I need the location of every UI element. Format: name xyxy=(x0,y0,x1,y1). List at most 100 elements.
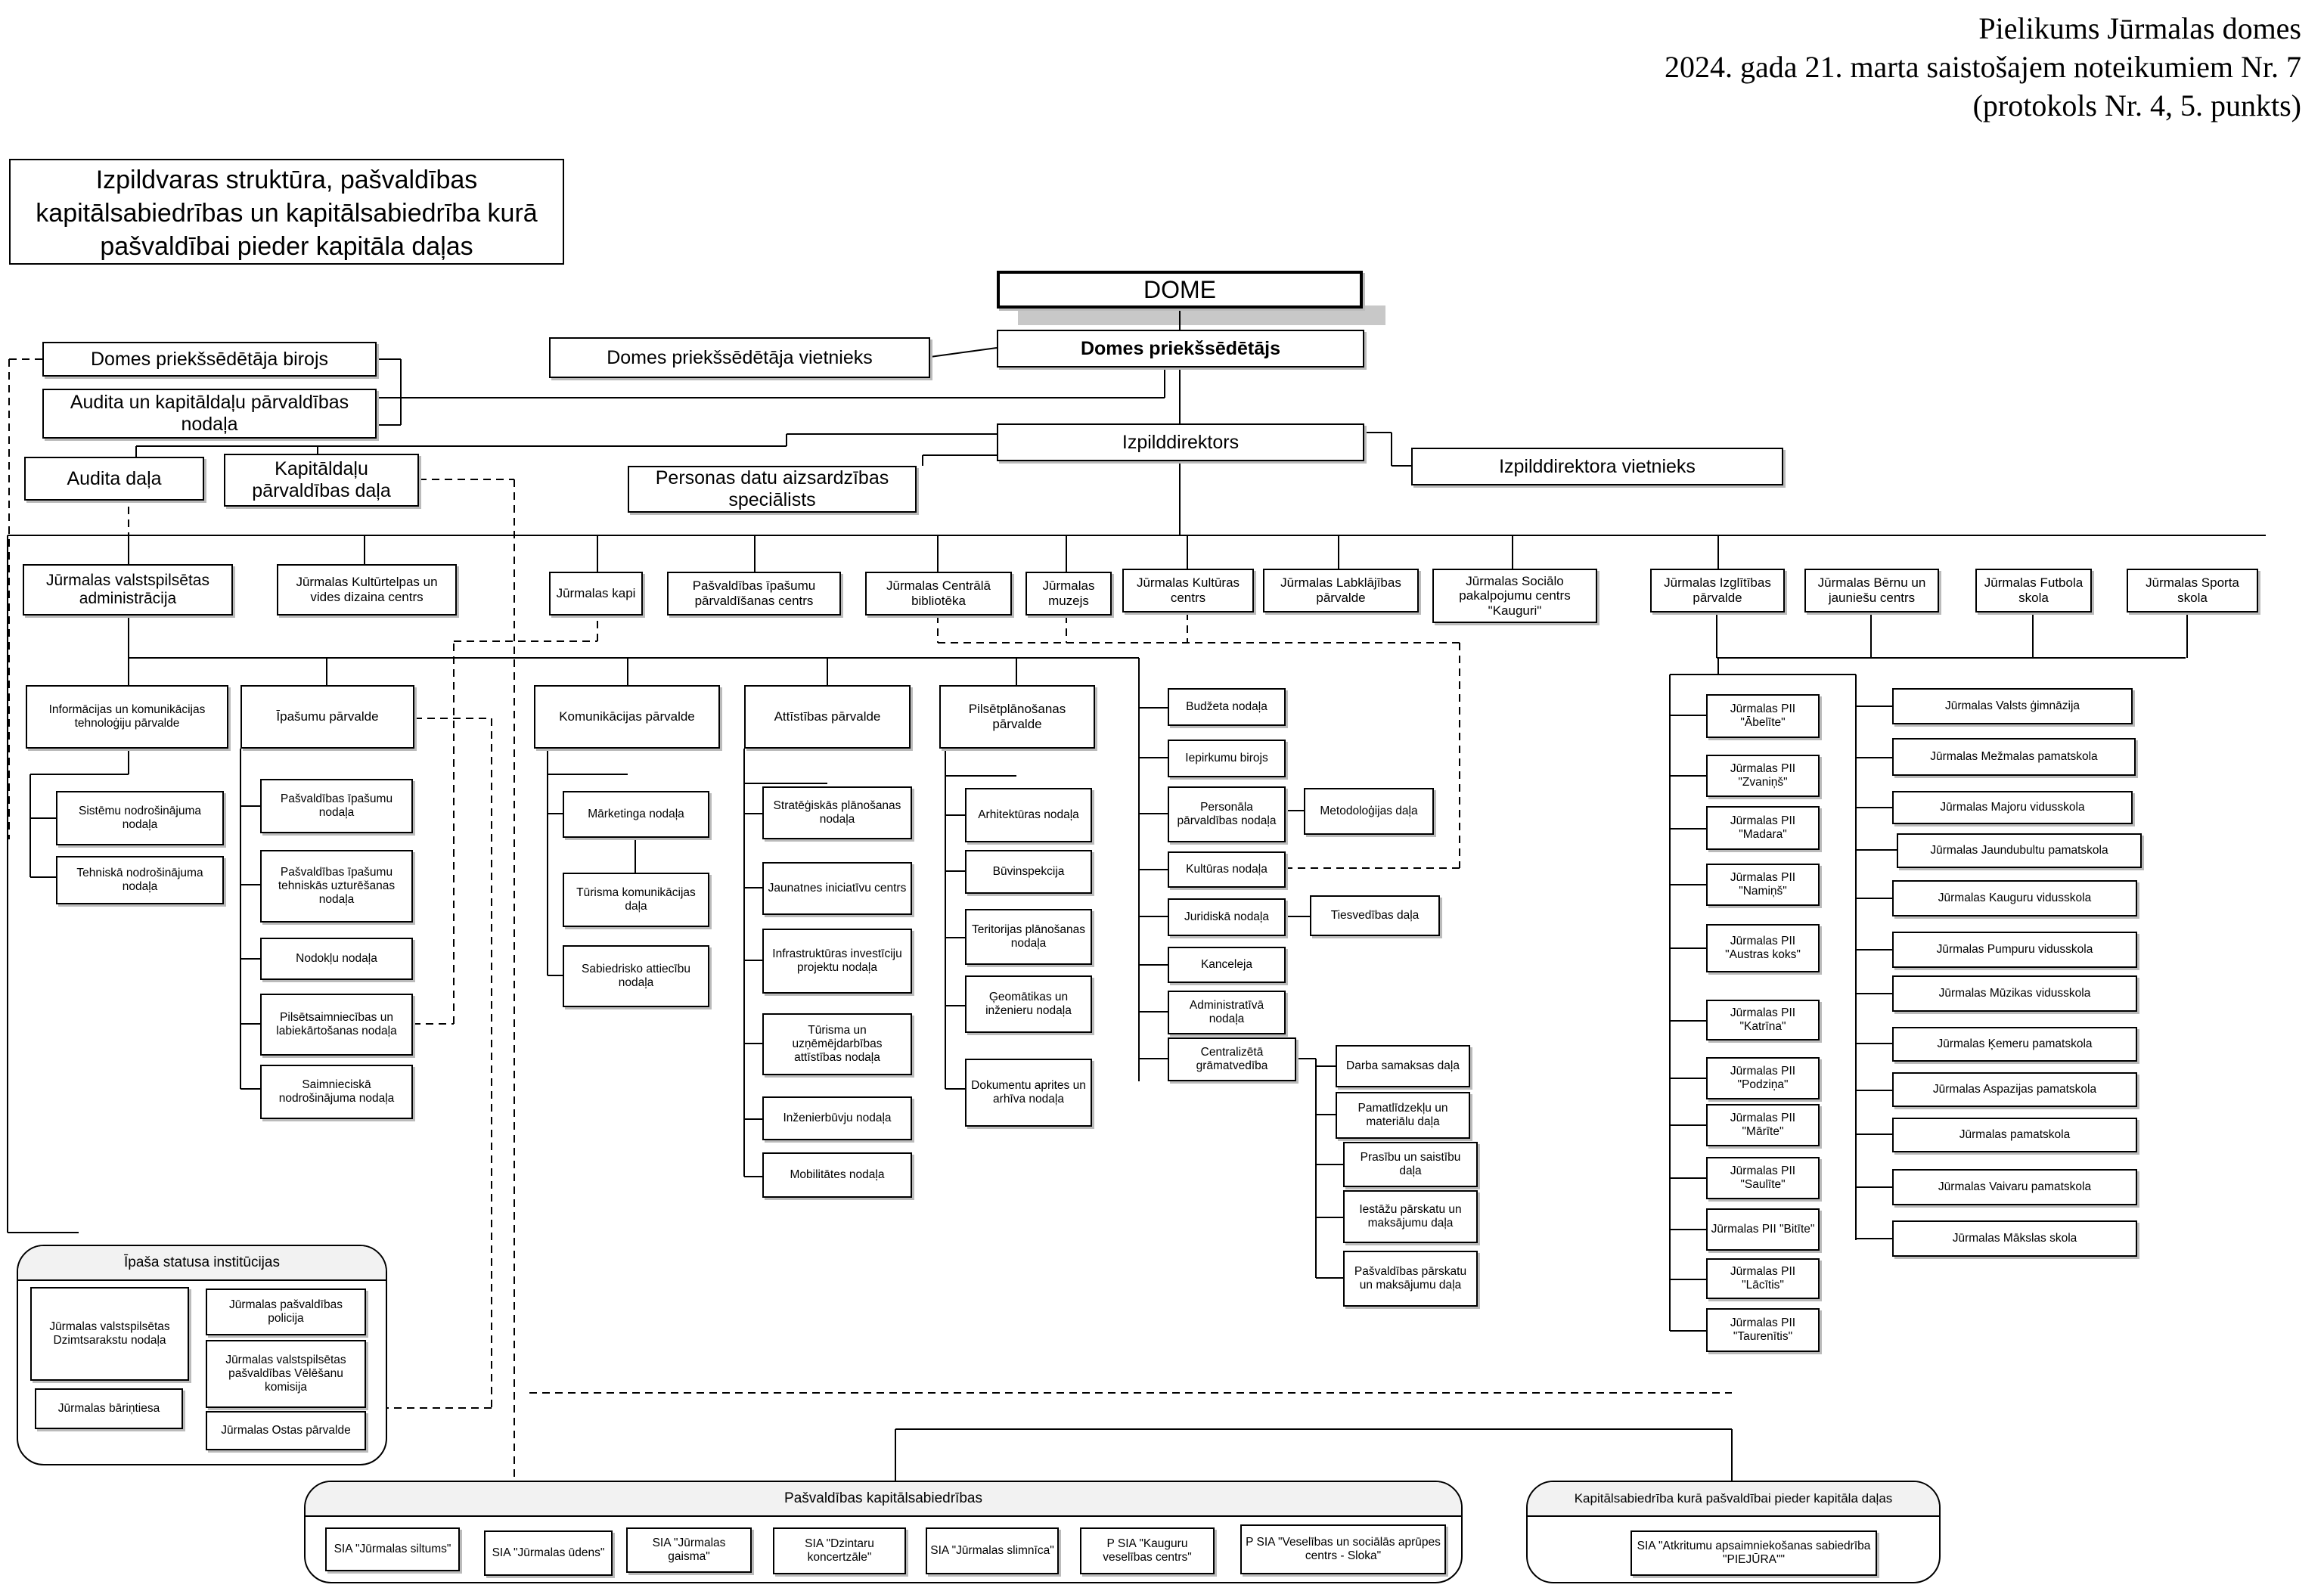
development-unit-box: Infrastruktūras investīciju projektu nod… xyxy=(762,929,912,994)
administrative-unit-box: Administratīvā nodaļa xyxy=(1168,991,1286,1034)
special-status-title: Īpaša statusa institūcijas xyxy=(18,1246,386,1281)
property-unit-box: Pilsētsaimniecības un labiekārtošanas no… xyxy=(260,994,413,1056)
culture-centers-box: Jūrmalas Kultūras centrs xyxy=(1122,569,1254,612)
kindergarten-box: Jūrmalas PII "Lācītis" xyxy=(1706,1258,1820,1299)
kindergarten-box: Jūrmalas PII "Mārīte" xyxy=(1706,1104,1820,1146)
chart-title: Izpildvaras struktūra, pašvaldības kapit… xyxy=(9,159,564,265)
kindergarten-box: Jūrmalas PII "Podziņa" xyxy=(1706,1057,1820,1099)
development-dept-box: Attīstības pārvalde xyxy=(744,685,911,749)
school-box: Jūrmalas Jaundubultu pamatskola xyxy=(1897,833,2142,868)
accounting-subunit-box: Pamatlīdzekļu un materiālu daļa xyxy=(1336,1092,1470,1139)
communication-unit-box: Sabiedrisko attiecību nodaļa xyxy=(563,945,709,1007)
development-unit-box: Jaunatnes iniciatīvu centrs xyxy=(762,862,912,915)
methodology-unit-box: Metodoloģijas daļa xyxy=(1304,788,1434,835)
company-box: SIA "Jūrmalas siltums" xyxy=(325,1527,460,1571)
education-box: Jūrmalas Izglītības pārvalde xyxy=(1650,569,1785,612)
kindergarten-box: Jūrmalas PII "Bitīte" xyxy=(1706,1208,1820,1251)
school-box: Jūrmalas pamatskola xyxy=(1892,1118,2137,1152)
property-unit-box: Pašvaldības īpašumu nodaļa xyxy=(260,779,413,833)
sports-school-box: Jūrmalas Sporta skola xyxy=(2127,569,2258,612)
kindergarten-box: Jūrmalas PII "Ābelīte" xyxy=(1706,694,1820,738)
police-box: Jūrmalas pašvaldības policija xyxy=(206,1289,366,1335)
property-unit-box: Nodokļu nodaļa xyxy=(260,938,413,980)
header-line-3: (protokols Nr. 4, 5. punkts) xyxy=(1972,88,2301,122)
football-school-box: Jūrmalas Futbola skola xyxy=(1975,569,2092,612)
chair-office-box: Domes priekšsēdētāja birojs xyxy=(42,342,377,377)
library-box: Jūrmalas Centrālā bibliotēka xyxy=(865,572,1012,616)
kindergarten-box: Jūrmalas PII "Katrīna" xyxy=(1706,1000,1820,1040)
executive-director-box: Izpilddirektors xyxy=(997,423,1364,461)
dome-shadow-bar xyxy=(1018,305,1385,325)
accounting-subunit-box: Iestāžu pārskatu un maksājumu daļa xyxy=(1343,1190,1478,1243)
youth-center-box: Jūrmalas Bērnu un jauniešu centrs xyxy=(1804,569,1939,612)
accounting-unit-box: Centralizētā grāmatvedība xyxy=(1168,1037,1296,1081)
kindergarten-box: Jūrmalas PII "Madara" xyxy=(1706,806,1820,850)
port-authority-box: Jūrmalas Ostas pārvalde xyxy=(206,1411,366,1450)
social-center-box: Jūrmalas Sociālo pakalpojumu centrs "Kau… xyxy=(1432,569,1597,623)
communication-unit-box: Mārketinga nodaļa xyxy=(563,791,709,838)
data-protection-box: Personas datu aizsardzības speciālists xyxy=(628,466,917,513)
administration-box: Jūrmalas valstspilsētas administrācija xyxy=(23,564,233,616)
culture-center-box: Jūrmalas Kultūrtelpas un vides dizaina c… xyxy=(277,564,457,616)
culture-dept-box: Kultūras nodaļa xyxy=(1168,851,1286,888)
school-box: Jūrmalas Mežmalas pamatskola xyxy=(1892,738,2136,776)
audit-unit-box: Audita daļa xyxy=(24,457,204,501)
legal-unit-box: Juridiskā nodaļa xyxy=(1168,898,1286,936)
personnel-unit-box: Personāla pārvaldības nodaļa xyxy=(1168,786,1286,842)
accounting-subunit-box: Prasību un saistību daļa xyxy=(1343,1142,1478,1187)
connector xyxy=(929,347,998,358)
litigation-unit-box: Tiesvedības daļa xyxy=(1310,895,1440,936)
planning-unit-box: Teritorijas plānošanas nodaļa xyxy=(965,909,1092,965)
communication-dept-box: Komunikācijas pārvalde xyxy=(534,685,720,749)
planning-dept-box: Pilsētplānošanas pārvalde xyxy=(939,685,1095,749)
development-unit-box: Tūrisma un uzņēmējdarbības attīstības no… xyxy=(762,1013,912,1075)
registry-box: Jūrmalas valstspilsētas Dzimtsarakstu no… xyxy=(30,1287,189,1381)
development-unit-box: Mobilitātes nodaļa xyxy=(762,1152,912,1198)
communication-unit-box: Tūrisma komunikācijas daļa xyxy=(563,873,709,927)
capital-unit-box: Kapitāldaļu pārvaldības daļa xyxy=(224,454,419,507)
school-box: Jūrmalas Aspazijas pamatskola xyxy=(1892,1072,2137,1107)
school-box: Jūrmalas Mākslas skola xyxy=(1892,1220,2137,1257)
property-unit-box: Saimnieciskā nodrošinājuma nodaļa xyxy=(260,1065,413,1119)
partial-ownership-title: Kapitālsabiedrība kurā pašvaldībai piede… xyxy=(1528,1482,1939,1517)
company-box: SIA "Jūrmalas gaisma" xyxy=(626,1527,752,1573)
procurement-box: Iepirkumu birojs xyxy=(1168,740,1286,777)
development-unit-box: Stratēģiskās plānošanas nodaļa xyxy=(762,786,912,839)
welfare-box: Jūrmalas Labklājības pārvalde xyxy=(1263,569,1419,612)
kindergarten-box: Jūrmalas PII "Zvaniņš" xyxy=(1706,755,1820,797)
company-box: P SIA "Kauguru veselības centrs" xyxy=(1080,1527,1215,1574)
property-center-box: Pašvaldības īpašumu pārvaldīšanas centrs xyxy=(667,572,841,616)
ict-dept-box: Informācijas un komunikācijas tehnoloģij… xyxy=(26,685,228,749)
vice-chair-box: Domes priekšsēdētāja vietnieks xyxy=(549,337,930,378)
cemeteries-box: Jūrmalas kapi xyxy=(549,572,643,616)
company-box: SIA "Jūrmalas slimnīca" xyxy=(926,1527,1059,1574)
company-box: SIA "Jūrmalas ūdens" xyxy=(484,1530,613,1576)
property-dept-box: Īpašumu pārvalde xyxy=(240,685,414,749)
partial-company-box: SIA "Atkritumu apsaimniekošanas sabiedrī… xyxy=(1631,1530,1877,1576)
accounting-subunit-box: Darba samaksas daļa xyxy=(1336,1045,1470,1087)
kindergarten-box: Jūrmalas PII "Saulīte" xyxy=(1706,1157,1820,1199)
companies-title: Pašvaldības kapitālsabiedrības xyxy=(306,1482,1461,1517)
ict-unit-box: Sistēmu nodrošinājuma nodaļa xyxy=(56,791,224,845)
ict-unit-box: Tehniskā nodrošinājuma nodaļa xyxy=(56,856,224,904)
school-box: Jūrmalas Mūzikas vidusskola xyxy=(1892,975,2137,1012)
document-header: Pielikums Jūrmalas domes 2024. gada 21. … xyxy=(1665,9,2301,125)
company-box: SIA "Dzintaru koncertzāle" xyxy=(773,1527,906,1574)
dome-box: DOME xyxy=(997,271,1363,309)
exec-deputy-box: Izpilddirektora vietnieks xyxy=(1411,448,1783,485)
school-box: Jūrmalas Majoru vidusskola xyxy=(1892,791,2133,824)
planning-unit-box: Arhitektūras nodaļa xyxy=(965,788,1092,842)
planning-unit-box: Ģeomātikas un inženieru nodaļa xyxy=(965,975,1092,1033)
chair-box: Domes priekšsēdētājs xyxy=(997,330,1364,367)
school-box: Jūrmalas Pumpuru vidusskola xyxy=(1892,932,2137,968)
school-box: Jūrmalas Vaivaru pamatskola xyxy=(1892,1169,2137,1205)
development-unit-box: Inženierbūvju nodaļa xyxy=(762,1096,912,1140)
museum-box: Jūrmalas muzejs xyxy=(1025,572,1112,616)
company-box: P SIA "Veselības un sociālās aprūpes cen… xyxy=(1240,1524,1446,1574)
planning-unit-box: Būvinspekcija xyxy=(965,850,1092,894)
header-line-1: Pielikums Jūrmalas domes xyxy=(1978,11,2301,45)
school-box: Jūrmalas Ķemeru pamatskola xyxy=(1892,1027,2137,1062)
kindergarten-box: Jūrmalas PII "Taurenītis" xyxy=(1706,1308,1820,1352)
